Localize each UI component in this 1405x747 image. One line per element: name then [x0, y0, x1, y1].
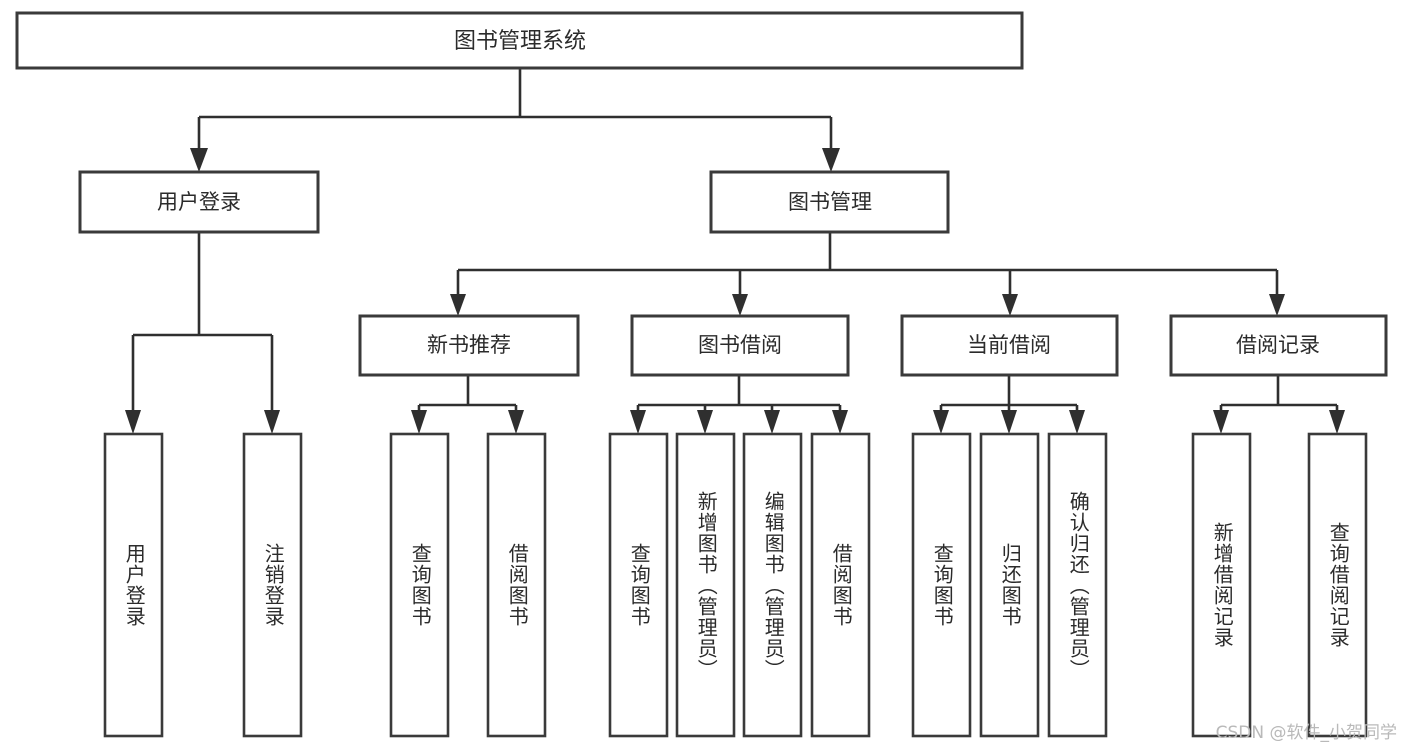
node-root-label: 图书管理系统: [454, 29, 586, 54]
node-new-book-recommend-label: 新书推荐: [427, 333, 511, 357]
node-borrow-record-label: 借阅记录: [1236, 333, 1320, 357]
node-user-login[interactable]: [78, 170, 320, 234]
arrow-user-login-leaf-1: [125, 410, 141, 434]
node-borrow-record[interactable]: [1169, 314, 1388, 377]
leaf-cb-confirm-return-admin[interactable]: [1047, 432, 1108, 738]
arrow-to-current-borrow: [1002, 294, 1018, 316]
leaf-bb-query-book[interactable]: [608, 432, 669, 738]
arrow-to-borrow-record: [1269, 294, 1285, 316]
node-new-book-recommend[interactable]: [358, 314, 580, 377]
arrow-user-login-leaf-2: [264, 410, 280, 434]
leaf-br-query-record[interactable]: [1307, 432, 1368, 738]
arrow-to-new-book-recommend: [450, 294, 466, 316]
arrow-bb-leaf-3: [764, 410, 780, 434]
arrow-nbr-leaf-2: [508, 410, 524, 434]
leaf-cb-query-book[interactable]: [911, 432, 972, 738]
leaf-bb-borrow-book[interactable]: [810, 432, 871, 738]
arrow-bb-leaf-1: [630, 410, 646, 434]
csdn-watermark: CSDN @软件_小贺同学: [1215, 723, 1397, 743]
arrow-br-leaf-1: [1213, 410, 1229, 434]
node-book-management-label: 图书管理: [788, 190, 872, 214]
leaf-cb-return-book[interactable]: [979, 432, 1040, 738]
node-root-book-management-system[interactable]: [15, 11, 1024, 70]
node-current-borrow[interactable]: [900, 314, 1119, 377]
leaf-bb-add-book-admin[interactable]: [675, 432, 736, 738]
leaf-nbr-query-book[interactable]: [389, 432, 450, 738]
node-current-borrow-label: 当前借阅: [967, 333, 1051, 357]
node-book-management[interactable]: [709, 170, 950, 234]
arrow-root-to-user-login: [190, 148, 208, 172]
leaf-nbr-borrow-book[interactable]: [486, 432, 547, 738]
node-book-borrow-label: 图书借阅: [698, 333, 782, 357]
leaf-bb-edit-book-admin[interactable]: [742, 432, 803, 738]
leaf-user-login-login[interactable]: [103, 432, 164, 738]
arrow-nbr-leaf-1: [411, 410, 427, 434]
connector-layer: [125, 68, 1345, 434]
arrow-cb-leaf-2: [1001, 410, 1017, 434]
arrow-bb-leaf-4: [832, 410, 848, 434]
node-user-login-label: 用户登录: [157, 190, 241, 214]
node-layer: 图书管理系统 用户登录 图书管理 新书推荐 图书借阅 当前借阅 借阅记录: [15, 11, 1388, 738]
arrow-cb-leaf-3: [1069, 410, 1085, 434]
leaf-br-add-record[interactable]: [1191, 432, 1252, 738]
arrow-bb-leaf-2: [697, 410, 713, 434]
arrow-cb-leaf-1: [933, 410, 949, 434]
node-book-borrow[interactable]: [630, 314, 850, 377]
arrow-to-book-borrow: [732, 294, 748, 316]
arrow-br-leaf-2: [1329, 410, 1345, 434]
arrow-root-to-book-mgmt: [822, 148, 840, 172]
leaf-user-login-logout[interactable]: [242, 432, 303, 738]
